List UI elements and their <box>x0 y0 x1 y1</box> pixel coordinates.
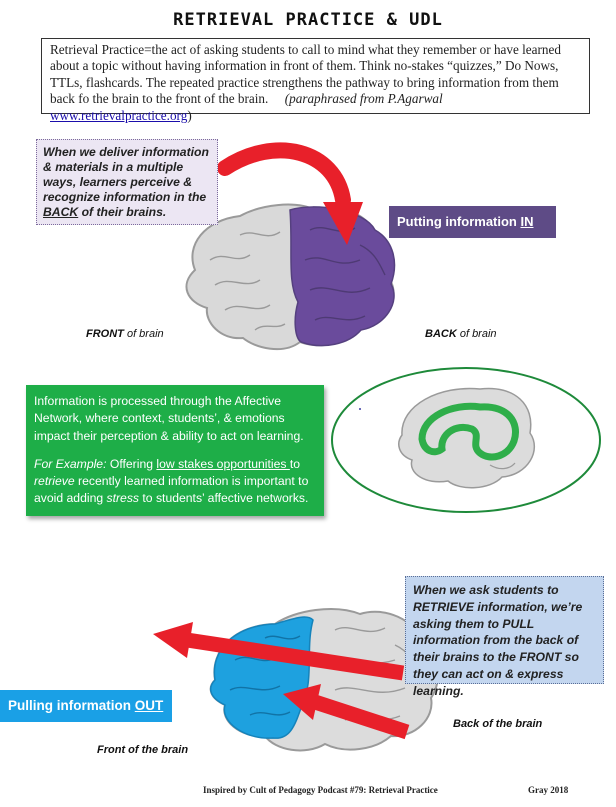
curved-arrow-in <box>217 142 363 245</box>
back-emphasis: BACK <box>425 328 457 340</box>
back-of-brain-label: BACK of brain <box>425 328 497 340</box>
upper-arrow-shaft <box>185 632 405 681</box>
putting-information-in-label: Putting information IN <box>389 206 556 238</box>
brain-folds-back <box>304 227 386 321</box>
definition-box: Retrieval Practice=the act of asking stu… <box>41 38 590 123</box>
lower-arrow-shaft <box>312 694 410 740</box>
deliver-information-box: When we deliver information & materials … <box>36 139 218 225</box>
upper-arrow-head <box>153 622 193 658</box>
putting-in-emphasis: IN <box>520 214 534 229</box>
retrieval-practice-link[interactable]: www.retrievalpractice.org <box>50 107 188 123</box>
affective-network-illustration <box>331 367 601 513</box>
curved-arrow-shaft <box>217 142 351 208</box>
affective-network-box: Information is processed through the Aff… <box>26 385 324 516</box>
putting-in-text: Putting information <box>397 214 521 229</box>
footer-credit: Inspired by Cult of Pedagogy Podcast #79… <box>203 785 438 795</box>
front-of-the-brain-label: Front of the brain <box>97 744 189 756</box>
brainstem-fold <box>489 462 516 470</box>
pulling-out-text: Pulling information <box>8 698 135 713</box>
stress-word: stress <box>106 491 140 506</box>
example-text-d: to students’ affective networks. <box>139 491 309 506</box>
lower-arrow-head <box>283 684 321 720</box>
front-rest: of brain <box>123 328 164 340</box>
pulling-information-out-label: Pulling information OUT <box>0 690 172 722</box>
deliver-text-before: When we deliver information & materials … <box>43 145 209 204</box>
retrieve-information-box: When we ask students to RETRIEVE informa… <box>405 576 604 698</box>
page-title: RETRIEVAL PRACTICE & UDL <box>173 10 443 30</box>
front-of-brain-label: FRONT of brain <box>86 328 164 340</box>
retrieve-text: When we ask students to RETRIEVE informa… <box>413 583 583 698</box>
retrieve-word: retrieve <box>34 474 75 489</box>
example-paragraph: For Example: Offering low stakes opportu… <box>34 456 316 508</box>
definition-close: ) <box>187 107 192 123</box>
example-text-a: Offering <box>106 456 157 471</box>
back-of-the-brain-label: Back of the brain <box>453 718 543 730</box>
straight-arrows-out <box>153 622 410 740</box>
dot-mark <box>359 408 361 410</box>
brain-folds-front <box>209 231 286 331</box>
limbic-system-region <box>418 402 519 461</box>
deliver-emphasis: BACK <box>43 205 79 219</box>
definition-text: Retrieval Practice=the act of asking stu… <box>50 42 561 107</box>
example-text-b: to <box>289 456 301 471</box>
back-rest: of brain <box>456 328 497 340</box>
footer-author: Gray 2018 <box>528 785 569 795</box>
low-stakes-text: low stakes opportunities <box>156 456 290 471</box>
curved-arrow-head <box>323 202 363 245</box>
pulling-out-emphasis: OUT <box>134 698 164 713</box>
front-emphasis: FRONT <box>86 328 124 340</box>
brain2-folds-front <box>229 635 301 716</box>
brain-back-highlight-illustration <box>185 203 396 350</box>
example-text-c: recently learned information is importan… <box>34 474 309 506</box>
deliver-text-after: of their brains. <box>78 205 167 219</box>
brain-back-region <box>289 206 396 347</box>
definition-attribution: (paraphrased from P.Agarwal <box>284 91 443 107</box>
affective-paragraph: Information is processed through the Aff… <box>34 394 304 443</box>
example-label: For Example: <box>34 456 107 471</box>
